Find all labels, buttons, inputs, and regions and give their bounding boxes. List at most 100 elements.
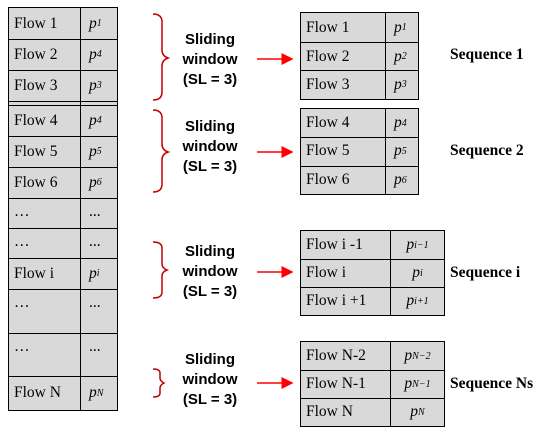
flow-list-priority-symbol: p (89, 76, 97, 94)
flow-list-row-separator (9, 167, 117, 168)
sequence-priority-subscript: 3 (401, 79, 407, 90)
flow-list-priority-symbol: p (89, 173, 97, 191)
flow-list-priority-symbol: p (89, 264, 97, 282)
bracket-4 (152, 368, 166, 398)
flow-list-priority-symbol: p (89, 111, 97, 129)
sequence-flow-cell: Flow 1 (306, 18, 350, 36)
flow-list-flow-cell: Flow i (14, 264, 55, 282)
flow-list-priority-symbol: p (89, 142, 97, 160)
flow-list-priority-symbol: p (89, 384, 97, 401)
sequence-priority-symbol: p (394, 142, 402, 159)
flow-list-priority-cell: ... (81, 289, 117, 333)
bracket-2 (152, 109, 171, 193)
sequence-flow-cell: Flow 5 (306, 142, 350, 159)
sequence-column-divider (390, 342, 391, 426)
sequence-label-3: Sequence i (450, 264, 521, 281)
flow-list-priority-subscript: 1 (96, 18, 102, 29)
flow-list-row-separator (9, 333, 117, 334)
flow-list-priority-subscript: i (96, 268, 100, 279)
sequence-priority-subscript: N (418, 406, 425, 418)
flow-list-flow-cell: Flow 5 (14, 142, 58, 160)
flow-list-flow-cell: Flow 6 (14, 173, 58, 191)
sequence-column-divider (385, 13, 386, 99)
sequence-priority-subscript: i (419, 267, 423, 279)
flow-list-flow-cell: Flow 1 (14, 14, 58, 32)
sequence-flow-cell: Flow N (306, 403, 353, 420)
flow-list-row-separator (9, 101, 117, 102)
flow-list-priority-subscript: N (96, 387, 104, 399)
flow-list-priority-text: ... (89, 203, 101, 220)
window-label-line: Sliding (185, 118, 235, 135)
flow-list-row-separator (9, 70, 117, 71)
sequence-priority-subscript: i+1 (414, 295, 429, 307)
sequence-flow-cell: Flow 4 (306, 114, 350, 131)
flow-list-row-separator (9, 105, 117, 106)
sequence-priority-subscript: N−1 (412, 378, 431, 390)
sequence-priority-subscript: 1 (401, 22, 407, 33)
flow-list-flow-cell: … (14, 233, 30, 250)
flow-list-flow-cell: Flow 3 (14, 76, 58, 94)
sequence-row-separator (301, 137, 418, 138)
sequence-label-1: Sequence 1 (450, 46, 524, 63)
flow-list-flow-cell: … (14, 338, 30, 355)
flow-list-priority-text: ... (89, 233, 101, 250)
flow-list-priority-subscript: 6 (96, 177, 102, 188)
window-label-line: (SL = 3) (182, 158, 238, 175)
bracket-1 (152, 13, 171, 101)
sequence-flow-cell: Flow 3 (306, 75, 350, 93)
flow-list-priority-subscript: 3 (96, 80, 102, 91)
window-label-line: Sliding (185, 31, 235, 48)
flow-list-priority-text: ... (89, 294, 101, 311)
window-label-4: Sliding window (SL = 3) (170, 350, 250, 410)
sequence-priority-symbol: p (406, 292, 415, 309)
sequence-row-separator (301, 287, 444, 288)
flow-list-row-separator (9, 198, 117, 199)
flow-list-priority-subscript: 5 (96, 146, 102, 157)
window-label-line: (SL = 3) (182, 283, 238, 300)
flow-list-priority-cell: ... (81, 198, 117, 228)
sequence-row-separator (301, 42, 418, 43)
window-label-line: window (182, 51, 238, 68)
sequence-priority-symbol: p (410, 403, 419, 420)
sequence-flow-cell: Flow 2 (306, 47, 350, 65)
sequence-priority-symbol: p (404, 347, 413, 364)
flow-list-column-divider (80, 8, 81, 410)
sequence-priority-subscript: i−1 (414, 239, 429, 251)
window-label-1: Sliding window (SL = 3) (170, 30, 250, 90)
flow-list-row-separator (9, 228, 117, 229)
sequence-priority-symbol: p (394, 18, 402, 36)
flow-list-flow-cell: … (14, 294, 30, 311)
window-label-2: Sliding window (SL = 3) (170, 117, 250, 177)
sequence-flow-cell: Flow i +1 (306, 292, 367, 309)
flow-list-flow-cell: Flow 2 (14, 45, 58, 63)
sequence-priority-subscript: 2 (401, 51, 407, 62)
sequence-flow-cell: Flow N-2 (306, 347, 366, 364)
sequence-priority-symbol: p (404, 375, 413, 392)
sequence-priority-subscript: N−2 (412, 350, 431, 362)
bracket-3 (152, 241, 170, 299)
sequence-flow-cell: Flow i (306, 264, 347, 281)
sequence-priority-subscript: 6 (401, 174, 407, 186)
window-label-line: Sliding (185, 351, 235, 368)
window-label-line: (SL = 3) (182, 391, 238, 408)
